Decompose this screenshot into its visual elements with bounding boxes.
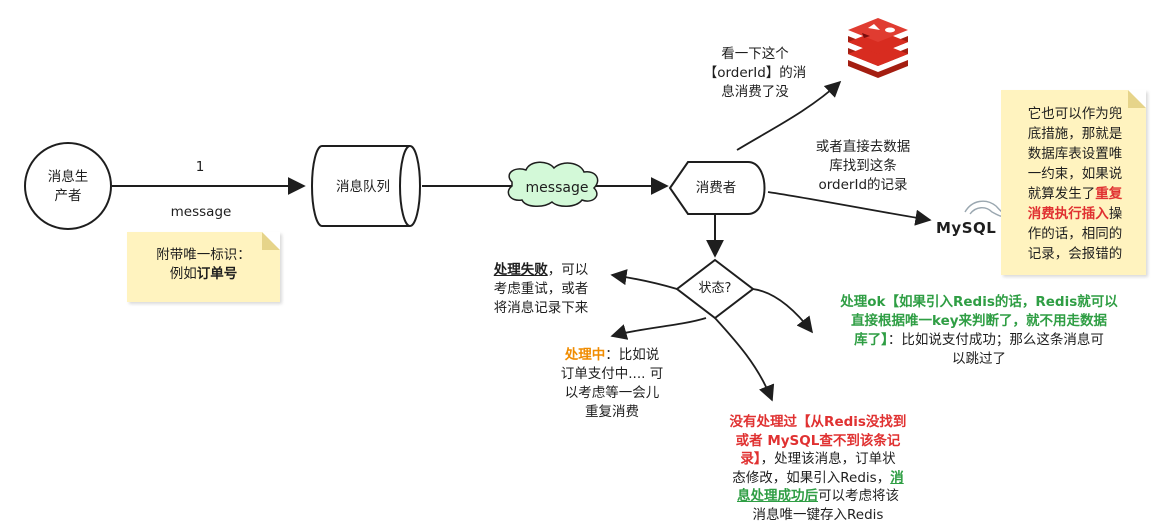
arrow-message-label: message (170, 204, 232, 220)
processing-line1-suffix: ：比如说 (605, 347, 660, 363)
db-note-line6-red: 消费执行插入 (1027, 206, 1109, 222)
unique-id-line2: 例如订单号 (127, 265, 280, 284)
db-constraint-note (1001, 90, 1146, 275)
processing-text: 处理中：比如说 订单支付中.... 可 以考虑等一会儿 重复消费 (548, 346, 676, 422)
done-line3-suffix: ：比如说支付成功；那么这条消息可 (887, 332, 1104, 348)
unique-id-order-number: 订单号 (196, 266, 238, 282)
done-line4: 以跳过了 (952, 351, 1006, 367)
unprocessed-line4-text: 态修改，如果引入Redis， (732, 469, 891, 486)
db-constraint-note-fold (1128, 90, 1146, 108)
unprocessed-line3: 录】，处理该消息，订单状 (700, 450, 936, 469)
arrow-consumer-to-redis (736, 80, 842, 151)
redis-check-line2: 【orderId】的消 (703, 65, 807, 81)
unique-id-note-fold (262, 232, 280, 250)
unprocessed-line3-suffix: ，处理该消息，订单状 (760, 451, 896, 467)
db-constraint-note-text: 它也可以作为兜 底措施，那就是 数据库表设置唯 一约束，如果说 就算发生了重复 … (1009, 104, 1141, 264)
unprocessed-text: 没有处理过【从Redis没找到 或者 MySQL查不到该条记 录】，处理该消息，… (700, 413, 936, 524)
processing-line1: 处理中：比如说 (548, 346, 676, 365)
redis-icon (848, 18, 908, 78)
producer-label-line2: 产者 (54, 188, 82, 204)
done-line1: 处理ok【如果引入Redis的话，Redis就可以 (840, 294, 1118, 310)
db-note-line6: 消费执行插入操 (1009, 204, 1141, 224)
unprocessed-line7: 消息唯一键存入Redis (752, 506, 884, 523)
processing-line4: 重复消费 (585, 404, 639, 420)
db-note-line5: 就算发生了重复 (1009, 184, 1141, 204)
db-check-line1: 或者直接去数据 (815, 139, 911, 155)
arrow-decision-to-failed (610, 269, 678, 290)
unprocessed-line6-green: 息处理成功后 (737, 488, 818, 504)
redis-check-text: 看一下这个 【orderId】的消 息消费了没 (690, 45, 820, 102)
db-note-line5-red: 重复 (1095, 186, 1123, 202)
db-note-line6-suffix: 操 (1108, 206, 1123, 222)
failed-line1: 处理失败，可以 (478, 261, 604, 280)
queue-label: 消息队列 (336, 179, 390, 195)
decision-label: 状态? (698, 281, 732, 296)
done-line3-green: 库了】 (854, 332, 888, 348)
unique-id-line1: 附带唯一标识： (156, 247, 251, 263)
arrow-consumer-to-mysql (767, 191, 932, 226)
cloud-label: message (525, 180, 589, 196)
failed-text: 处理失败，可以 考虑重试，或者 将消息记录下来 (478, 261, 604, 318)
unprocessed-line5-green: 消 (890, 469, 904, 486)
unprocessed-line4: 态修改，如果引入Redis，消 (700, 469, 936, 488)
arrow-decision-to-processing (610, 317, 707, 340)
db-note-line4: 一约束，如果说 (1027, 166, 1123, 182)
arrow-number-label: 1 (195, 159, 205, 175)
db-note-line3: 数据库表设置唯 (1027, 146, 1123, 162)
unique-id-note (127, 232, 280, 302)
done-line3: 库了】：比如说支付成功；那么这条消息可 (808, 331, 1150, 350)
db-check-line2: 库找到这条 (829, 158, 897, 174)
unprocessed-line6-suffix: 可以考虑将该 (818, 488, 899, 504)
done-text: 处理ok【如果引入Redis的话，Redis就可以 直接根据唯一key来判断了，… (808, 293, 1150, 369)
db-note-line7: 作的话，相同的 (1027, 226, 1123, 242)
db-note-line8: 记录，会报错的 (1027, 246, 1123, 262)
unique-id-line2-prefix: 例如 (169, 266, 197, 282)
unprocessed-line2: 或者 MySQL查不到该条记 (735, 432, 901, 449)
unprocessed-line6: 息处理成功后可以考虑将该 (700, 487, 936, 506)
processing-line3: 以考虑等一会儿 (564, 385, 660, 401)
mysql-label: MySQL (936, 219, 997, 237)
db-check-text: 或者直接去数据 库找到这条 orderId的记录 (798, 138, 928, 195)
message-cloud (507, 161, 599, 207)
db-note-line1: 它也可以作为兜 (1027, 106, 1123, 122)
redis-check-line1: 看一下这个 (721, 46, 789, 62)
processing-line2: 订单支付中.... 可 (560, 366, 664, 382)
unprocessed-line1: 没有处理过【从Redis没找到 (729, 414, 907, 430)
db-note-line5-prefix: 就算发生了 (1027, 186, 1096, 202)
db-note-line2: 底措施，那就是 (1027, 126, 1123, 142)
failed-line1-suffix: ，可以 (547, 262, 589, 278)
db-check-line3: orderId的记录 (818, 177, 908, 193)
redis-check-line3: 息消费了没 (721, 84, 789, 100)
producer-node (24, 142, 112, 230)
producer-label: 消息生 产者 (36, 168, 100, 206)
consumer-node (668, 161, 766, 215)
unprocessed-line3-red: 录】 (740, 451, 761, 467)
processing-orange: 处理中 (564, 347, 606, 363)
done-line2: 直接根据唯一key来判断了，就不用走数据 (850, 313, 1108, 329)
failed-line3: 将消息记录下来 (493, 300, 589, 316)
producer-label-line1: 消息生 (47, 169, 89, 185)
unique-id-note-text: 附带唯一标识： 例如订单号 (127, 246, 280, 284)
consumer-label: 消费者 (695, 180, 737, 196)
failed-bold: 处理失败 (493, 262, 548, 278)
failed-line2: 考虑重试，或者 (493, 281, 589, 297)
queue-node (311, 145, 421, 227)
arrow-decision-to-done (752, 288, 813, 334)
arrow-decision-to-unprocessed (714, 317, 775, 402)
